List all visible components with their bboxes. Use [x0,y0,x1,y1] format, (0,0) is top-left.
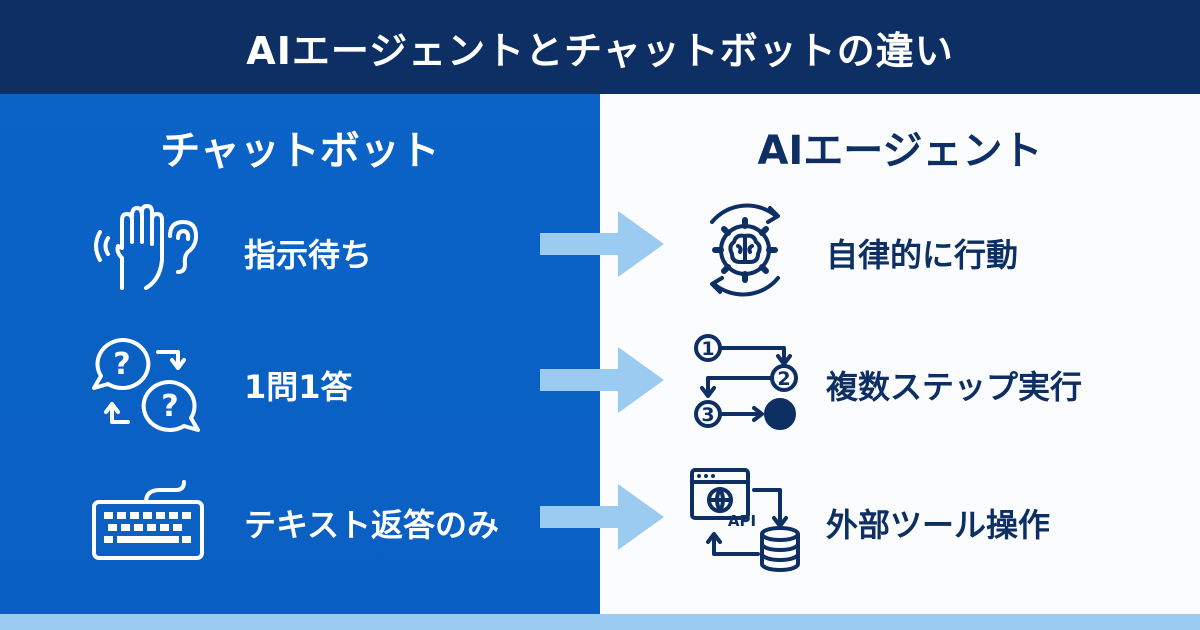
arrow-right-icon [540,211,664,277]
api-database-icon: API [690,468,800,572]
step-number: 2 [777,368,790,390]
page-title: AIエージェントとチャットボットの違い [246,28,954,73]
numbered-steps-flow-icon: 1 2 3 [694,334,798,430]
chatbot-item-label: テキスト返答のみ [244,506,500,544]
svg-text:?: ? [113,347,130,382]
api-label: API [728,512,756,530]
bottom-accent-strip [0,614,1200,630]
keyboard-icon [92,480,204,560]
ai-agent-item-label: 複数ステップ実行 [826,368,1083,406]
brain-gear-cycle-icon [710,203,780,297]
ai-agent-column-title: AIエージェント [757,128,1043,174]
chatbot-item-label: 1問1答 [244,368,353,406]
arrow-right-icon [540,347,664,413]
chatbot-item-label: 指示待ち [244,236,373,274]
chatbot-column-title: チャットボット [160,128,440,174]
raised-hand-listening-icon [94,204,198,290]
step-number: 3 [701,404,714,426]
svg-text:?: ? [161,389,178,424]
title-banner: AIエージェントとチャットボットの違い [0,0,1200,94]
ai-agent-item-label: 自律的に行動 [826,236,1019,274]
step-number: 1 [701,338,714,360]
ai-agent-item-label: 外部ツール操作 [826,506,1051,544]
ai-agent-panel [600,94,1200,614]
arrow-right-icon [540,484,664,550]
question-bubbles-icon: ? ? [92,337,200,432]
